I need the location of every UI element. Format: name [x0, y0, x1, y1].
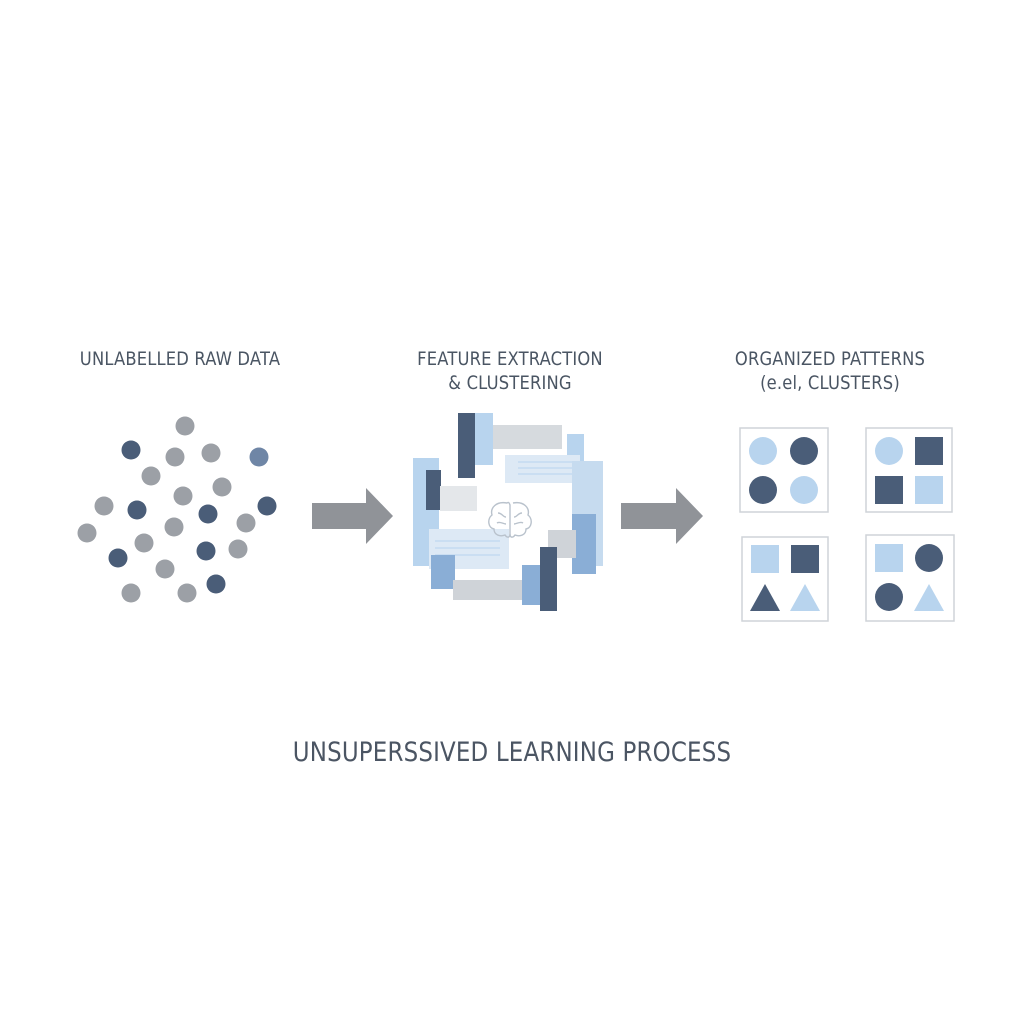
raw-data-title: UNLABELLED RAW DATA	[79, 348, 281, 370]
data-point	[206, 574, 226, 594]
data-point	[212, 477, 232, 497]
dark-circle-shape	[749, 476, 777, 504]
organized-patterns-label: ORGANIZED PATTERNS (e.el, CLUSTERS)	[718, 347, 942, 395]
feature-title-line1: FEATURE EXTRACTION	[417, 348, 603, 370]
arrow-right-icon	[621, 488, 703, 544]
data-point	[155, 559, 175, 579]
dark-circle-shape	[875, 583, 903, 611]
light-triangle-shape	[790, 584, 820, 611]
dark-triangle-shape	[750, 584, 780, 611]
data-point	[236, 513, 256, 533]
light-circle-shape	[875, 437, 903, 465]
light-square-shape	[915, 476, 943, 504]
cycle-panel	[522, 565, 542, 605]
brain-icon	[488, 501, 532, 538]
cluster-card	[865, 427, 953, 513]
data-point	[175, 416, 195, 436]
cluster-card	[865, 534, 955, 622]
cycle-panel	[440, 486, 477, 511]
cycle-panel	[458, 413, 475, 478]
feature-title-line2: & CLUSTERING	[448, 372, 572, 394]
data-point	[141, 466, 161, 486]
dark-circle-shape	[790, 437, 818, 465]
light-triangle-shape	[914, 584, 944, 611]
patterns-title-line2: (e.el, CLUSTERS)	[760, 372, 900, 394]
data-point	[164, 517, 184, 537]
cycle-panel	[540, 547, 557, 611]
dark-square-shape	[875, 476, 903, 504]
light-square-shape	[751, 545, 779, 573]
cluster-card	[739, 427, 829, 513]
data-point	[196, 541, 216, 561]
arrow-right-icon	[312, 488, 393, 544]
raw-data-scatter	[77, 416, 277, 603]
data-point	[165, 447, 185, 467]
feature-extraction-label: FEATURE EXTRACTION & CLUSTERING	[398, 347, 622, 395]
data-point	[198, 504, 218, 524]
data-point	[249, 447, 269, 467]
process-caption: UNSUPERSSIVED LEARNING PROCESS	[292, 737, 732, 768]
data-point	[257, 496, 277, 516]
cluster-card	[741, 536, 829, 622]
data-point	[201, 443, 221, 463]
data-point	[94, 496, 114, 516]
data-point	[108, 548, 128, 568]
cycle-panel	[475, 413, 493, 465]
data-point	[177, 583, 197, 603]
cycle-panel	[426, 470, 441, 510]
cycle-panel	[431, 555, 455, 589]
light-circle-shape	[749, 437, 777, 465]
feature-extraction-cycle	[413, 413, 603, 611]
raw-data-label: UNLABELLED RAW DATA	[68, 347, 292, 371]
cycle-panel	[505, 455, 580, 483]
dark-square-shape	[791, 545, 819, 573]
light-circle-shape	[790, 476, 818, 504]
data-point	[134, 533, 154, 553]
dark-circle-shape	[915, 544, 943, 572]
dark-square-shape	[915, 437, 943, 465]
data-point	[121, 440, 141, 460]
data-point	[173, 486, 193, 506]
data-point	[127, 500, 147, 520]
light-square-shape	[875, 544, 903, 572]
data-point	[121, 583, 141, 603]
data-point	[228, 539, 248, 559]
data-point	[77, 523, 97, 543]
patterns-title-line1: ORGANIZED PATTERNS	[734, 348, 926, 370]
